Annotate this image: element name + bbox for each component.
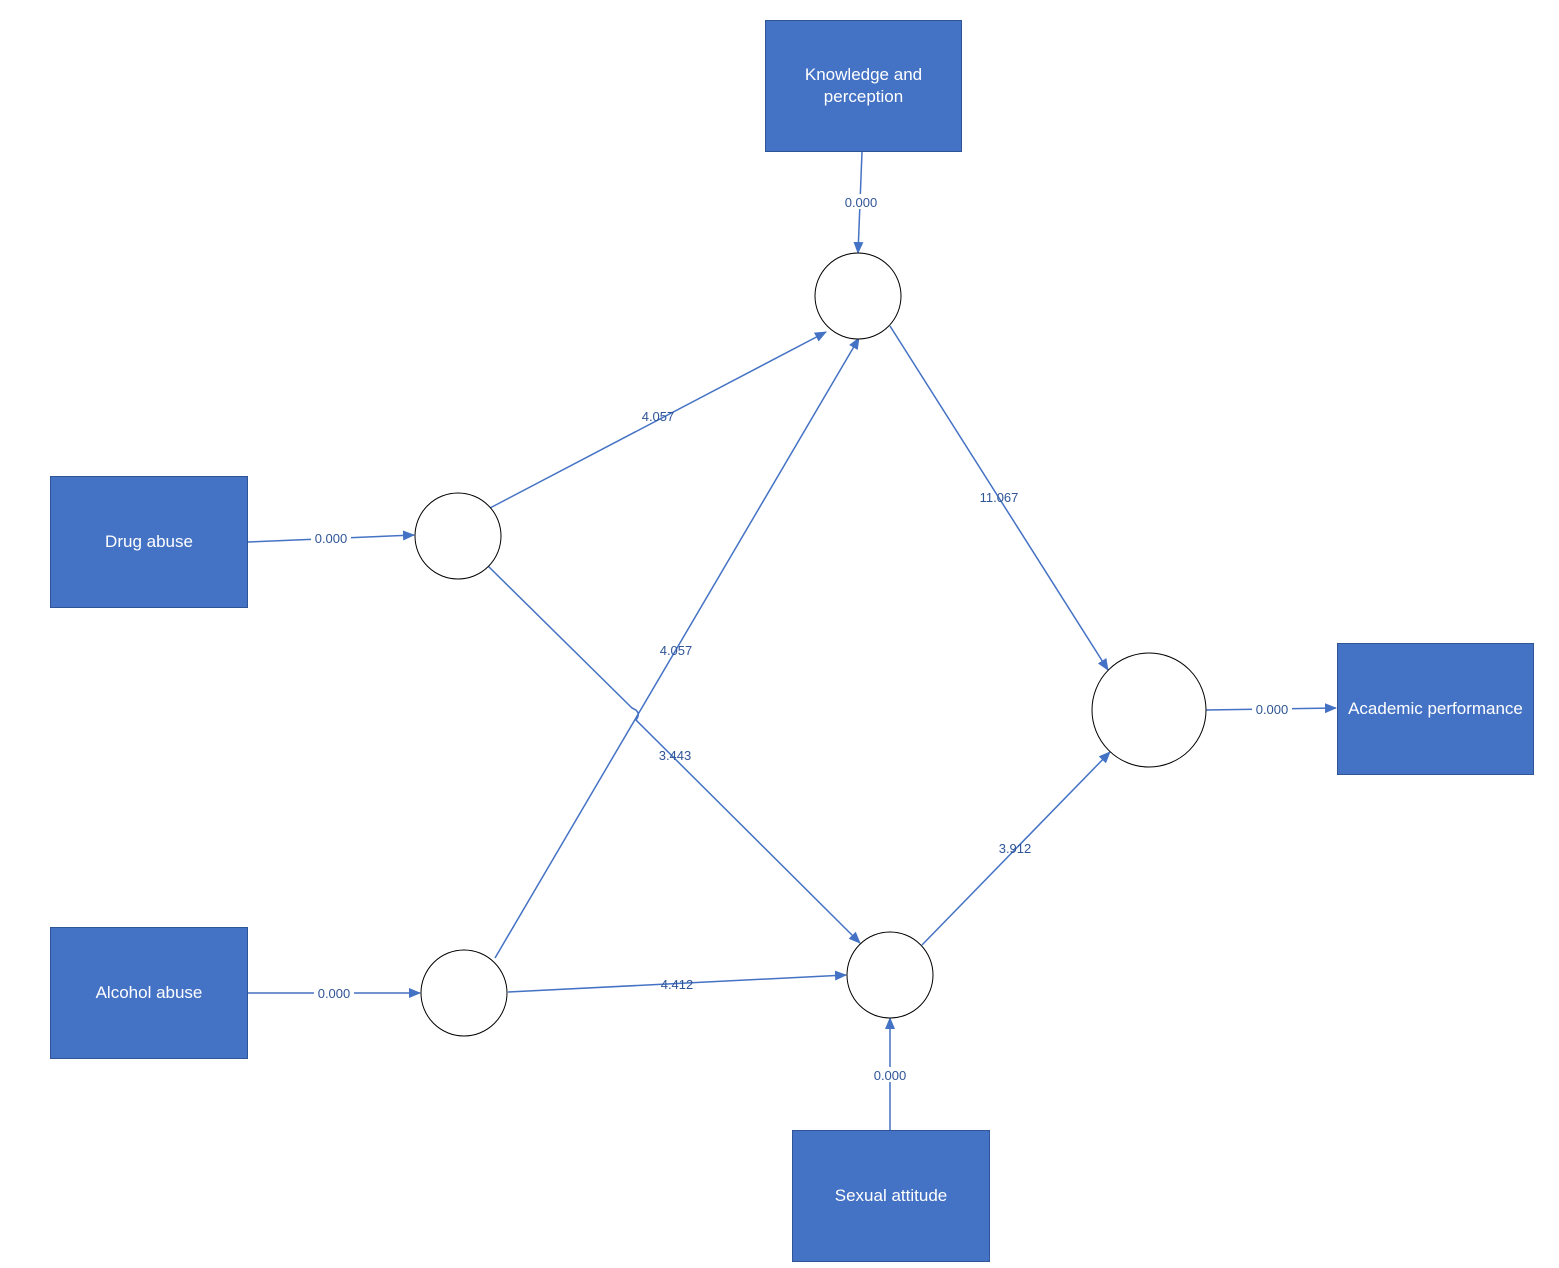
arrow-lower-to-right-circle [921, 751, 1111, 946]
arrow-left-lower-to-upper-circle [494, 337, 860, 959]
arrow-upper-to-right-circle [889, 325, 1109, 671]
value-sexual-to-lower: 0.000 [874, 1068, 907, 1083]
drug-abuse-label: Drug abuse [105, 532, 193, 551]
label-bg-knowledge [840, 194, 880, 209]
latent-circle-left-upper [414, 492, 502, 580]
value-upper-to-right: 11.067 [980, 490, 1019, 505]
latent-circle-right [1091, 652, 1207, 768]
value-left-upper-to-lower: 3.443 [659, 748, 692, 763]
value-left-lower-to-upper: 4.057 [660, 643, 693, 658]
academic-performance-label: Academic performance [1348, 699, 1523, 718]
knowledge-and-perception-box: Knowledge and perception [765, 20, 962, 152]
arrow-left-upper-to-upper-circle [489, 331, 827, 509]
label-bg-academic [1252, 702, 1292, 717]
latent-circle-lower [846, 931, 934, 1019]
latent-circle-left-lower [420, 949, 508, 1037]
value-left-lower-to-lower: 4.412 [661, 977, 694, 992]
label-bg-alcohol [314, 986, 354, 1001]
value-lower-to-right: 3.912 [999, 841, 1032, 856]
alcohol-abuse-box: Alcohol abuse [50, 927, 248, 1059]
value-alcohol-to-left-lower: 0.000 [318, 986, 351, 1001]
academic-performance-box: Academic performance [1337, 643, 1534, 775]
arrow-left-upper-to-lower-circle [487, 565, 861, 944]
value-right-to-academic: 0.000 [1256, 702, 1289, 717]
value-drug-to-left-upper: 0.000 [315, 531, 348, 546]
drug-abuse-box: Drug abuse [50, 476, 248, 608]
arrow-left-lower-to-lower-circle [507, 970, 847, 993]
value-left-upper-to-upper: 4.057 [642, 409, 675, 424]
sexual-attitude-box: Sexual attitude [792, 1130, 990, 1262]
sexual-attitude-label: Sexual attitude [834, 1186, 948, 1205]
latent-circle-upper [814, 252, 902, 340]
value-knowledge-to-upper: 0.000 [845, 195, 878, 210]
label-bg-drug [311, 531, 351, 546]
knowledge-and-perception-label: Knowledge and perception [804, 65, 923, 106]
label-bg-sexual [870, 1067, 910, 1082]
alcohol-abuse-label: Alcohol abuse [95, 983, 203, 1002]
